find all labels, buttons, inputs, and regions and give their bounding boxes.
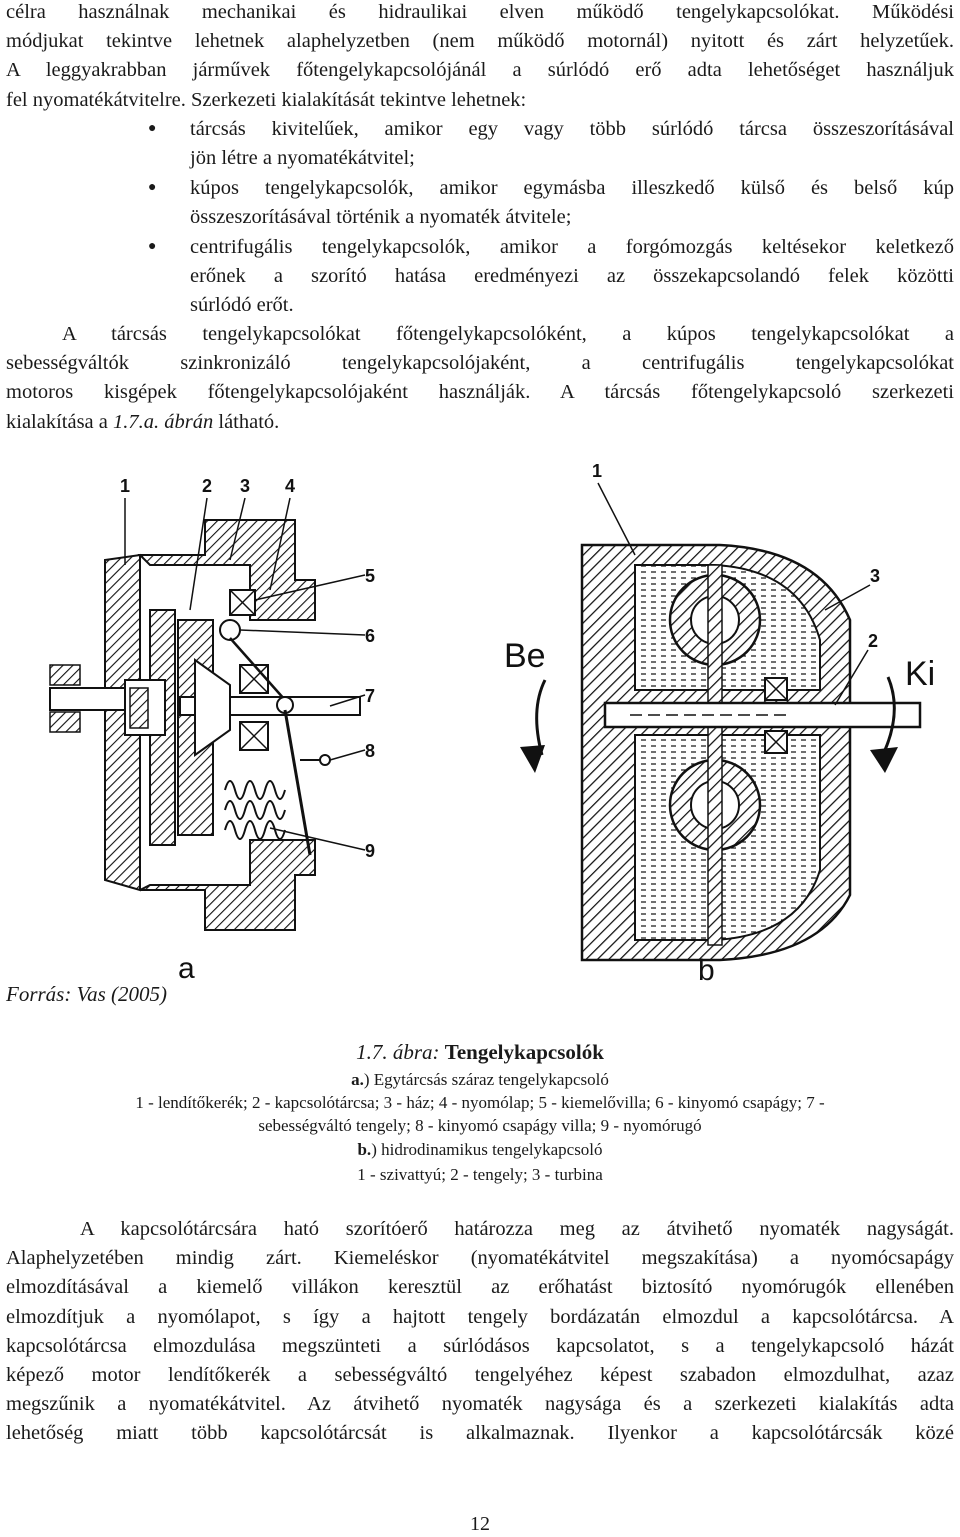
figure-a-clutch-diagram: 1 2 3 4 5 6 7 8 9 a [49,476,375,985]
figure-caption-title: 1.7. ábra: Tengelykapcsolók [0,1040,960,1065]
text-line: összeszorításával történik a nyomaték át… [190,206,572,229]
text-line: jön létre a nyomatékátvitel; [190,147,415,170]
caption-b-parts: 1 - szivattyú; 2 - tengely; 3 - turbina [357,1165,603,1184]
callout-label: 8 [365,741,375,761]
callout-label: 1 [592,461,602,481]
subfigure-label: a [178,952,195,985]
input-label: Be [504,637,546,675]
caption-a-title: a.) Egytárcsás száraz tengelykapcsoló [0,1070,960,1090]
figure-b-coupling-diagram: 1 3 2 Be Ki b [504,461,935,987]
callout-label: 3 [240,476,250,496]
text-line: képező motor lendítőkerék a sebességvált… [6,1364,954,1387]
text-line: A kapcsolótárcsára ható szorítóerő határ… [80,1218,954,1240]
figure-number: 1.7. ábra: [356,1040,440,1064]
caption-a-parts: 1 - lendítőkerék; 2 - kapcsolótárcsa; 3 … [135,1093,825,1112]
caption-b-title: b.) hidrodinamikus tengelykapcsoló [0,1140,960,1160]
text-line: módjukat tekintve lehetnek alaphelyzetbe… [6,30,954,53]
text-line: erőnek a szorító hatása eredményezi az ö… [190,265,954,288]
callout-label: 7 [365,686,375,706]
figure-title: Tengelykapcsolók [444,1040,604,1064]
caption-a-parts: sebességváltó tengely; 8 - kinyomó csapá… [258,1116,702,1135]
subfigure-label: b [698,954,715,987]
text-line: centrifugális tengelykapcsolók, amikor a… [190,236,954,258]
bullet-icon: ● [148,180,157,195]
caption-text: ) Egytárcsás száraz tengelykapcsoló [363,1070,609,1089]
text-line: célra használnak mechanikai és hidraulik… [6,1,954,23]
caption-mark: b. [357,1140,372,1159]
text-line: súrlódó erőt. [190,294,294,317]
text-fragment: látható. [213,410,280,433]
text-line: elmozdításával a kiemelő villákon keresz… [6,1276,954,1299]
list-item: tárcsás kivitelűek, amikor egy vagy több… [190,115,954,173]
text-line: kialakítása a 1.7.a. ábrán látható. [6,408,954,437]
text-line: lehetőség miatt több kapcsolótárcsát is … [6,1422,954,1445]
text-line: A leggyakrabban járművek főtengelykapcso… [6,59,954,82]
callout-label: 9 [365,841,375,861]
callout-label: 3 [870,566,880,586]
text-line: fel nyomatékátvitelre. Szerkezeti kialak… [6,88,527,111]
text-line: motoros kisgépek főtengelykapcsolójaként… [6,381,954,404]
usage-paragraph: A tárcsás tengelykapcsolókat főtengelyka… [6,320,954,437]
callout-label: 2 [202,476,212,496]
callout-label: 1 [120,476,130,496]
page-number: 12 [470,1513,490,1535]
callout-label: 6 [365,626,375,646]
text-line: elmozdítjuk a nyomólapot, s így a hajtot… [6,1305,954,1328]
callout-label: 4 [285,476,295,496]
bullet-icon: ● [148,239,157,254]
text-line: A tárcsás tengelykapcsolókat főtengelyka… [62,323,954,345]
figure-source: Forrás: Vas (2005) [6,982,167,1006]
caption-mark: a. [351,1070,364,1089]
text-line: kúpos tengelykapcsolók, amikor egymásba … [190,177,954,199]
callout-label: 2 [868,631,878,651]
figure-reference: 1.7.a. ábrán [113,410,214,433]
list-item: centrifugális tengelykapcsolók, amikor a… [190,233,954,321]
text-fragment: kialakítása a [6,410,114,433]
bullet-icon: ● [148,121,157,136]
output-label: Ki [905,655,935,693]
text-line: Alaphelyzetében mindig zárt. Kiemeléskor… [6,1247,954,1270]
text-line: kapcsolótárcsa elmozdulása megszünteti a… [6,1334,954,1357]
text-line: megszűnik a nyomatékátvitel. Az átvihető… [6,1393,954,1416]
callout-label: 5 [365,566,375,586]
text-line: tárcsás kivitelűek, amikor egy vagy több… [190,118,954,140]
operation-paragraph: A kapcsolótárcsára ható szorítóerő határ… [6,1215,954,1449]
list-item: kúpos tengelykapcsolók, amikor egymásba … [190,174,954,232]
intro-paragraph: célra használnak mechanikai és hidraulik… [6,0,954,115]
text-line: sebességváltók szinkronizáló tengelykapc… [6,352,954,375]
caption-text: ) hidrodinamikus tengelykapcsoló [371,1140,603,1159]
